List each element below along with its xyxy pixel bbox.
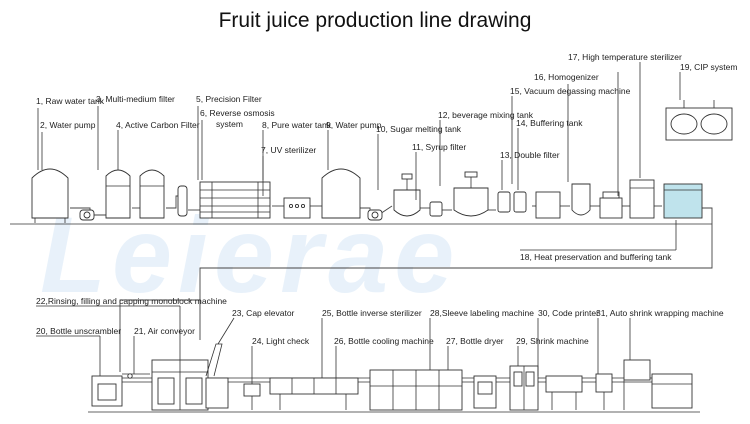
label-double-filter: 13, Double filter (500, 150, 560, 160)
label-syrup-filter: 11, Syrup filter (412, 142, 466, 152)
code-printer (595, 373, 613, 410)
heat-preservation-buffering-tank (663, 183, 703, 219)
label-reverse-osmosis-1: 6, Reverse osmosis (200, 108, 275, 118)
label-buffering-tank: 14, Buffering tank (516, 118, 583, 128)
light-check (243, 383, 261, 410)
label-code-printer: 30, Code printer (538, 308, 599, 318)
sugar-melting-tank (393, 173, 421, 217)
label-uv-sterilizer: 7, UV sterilizer (261, 145, 316, 155)
water-pump-2 (79, 209, 95, 221)
air-conveyor (122, 373, 150, 379)
label-cip-system: 19, CIP system (680, 62, 737, 72)
bottle-unscrambler (91, 375, 123, 407)
label-shrink-wrapping: 31, Auto shrink wrapping machine (596, 308, 724, 318)
syrup-filter (429, 201, 443, 217)
auto-shrink-wrapping-machine (623, 359, 693, 410)
label-cap-elevator: 23, Cap elevator (232, 308, 295, 318)
label-vacuum-degassing: 15, Vacuum degassing machine (510, 86, 631, 96)
label-shrink-machine: 29, Shrink machine (516, 336, 589, 346)
bottle-inverse-sterilizer (269, 377, 359, 410)
label-precision-filter: 5, Precision Filter (196, 94, 262, 104)
cap-elevator (205, 343, 229, 409)
lower-leader-lines (36, 305, 631, 384)
label-light-check: 24, Light check (252, 336, 310, 346)
label-beverage-mixing-tank: 12, beverage mixing tank (438, 110, 534, 120)
label-cooling-machine: 26, Bottle cooling machine (334, 336, 434, 346)
label-multi-medium-filter: 3, Multi-medium filter (96, 94, 175, 104)
label-sleeve-labeling: 28,Sleeve labeling machine (430, 308, 534, 318)
beverage-mixing-tank (453, 171, 489, 217)
multi-medium-filter (105, 169, 131, 219)
upper-leader-lines (37, 62, 681, 251)
raw-water-tank (31, 168, 69, 223)
label-water-pump-2: 2, Water pump (40, 120, 96, 130)
uv-sterilizer (283, 197, 311, 219)
label-inverse-sterilizer: 25, Bottle inverse sterilizer (322, 308, 422, 318)
bottle-cooling-machine (369, 369, 463, 411)
label-water-pump-9: 9, Water pump (326, 120, 382, 130)
reverse-osmosis-system (199, 181, 271, 219)
label-bottle-dryer: 27, Bottle dryer (446, 336, 504, 346)
high-temperature-sterilizer (629, 179, 655, 219)
label-high-temp-sterilizer: 17, High temperature sterilizer (568, 52, 682, 62)
label-heat-preservation-tank: 18, Heat preservation and buffering tank (520, 252, 672, 262)
active-carbon-filter (139, 169, 165, 219)
buffering-tank (535, 191, 561, 219)
label-raw-water-tank: 1, Raw water tank (36, 96, 105, 106)
label-homogenizer: 16, Homogenizer (534, 72, 599, 82)
label-active-carbon-filter: 4, Active Carbon Filter (116, 120, 200, 130)
vacuum-degassing-machine (571, 183, 591, 216)
label-sugar-melting-tank: 10, Sugar melting tank (376, 124, 462, 134)
label-reverse-osmosis-2: system (216, 119, 243, 129)
cip-system (665, 100, 733, 141)
water-pump-9 (367, 209, 383, 221)
label-bottle-unscrambler: 20, Bottle unscrambler (36, 326, 121, 336)
label-air-conveyor: 21, Air conveyor (134, 326, 195, 336)
precision-filter (177, 185, 188, 217)
label-monoblock: 22,Rinsing, filling and capping monobloc… (36, 296, 227, 306)
sleeve-labeling-machine (509, 365, 539, 411)
homogenizer (599, 191, 623, 219)
shrink-machine (545, 375, 583, 410)
double-filter (497, 191, 527, 213)
diagram-title: Fruit juice production line drawing (219, 9, 532, 32)
bottle-dryer (473, 375, 497, 409)
monoblock-filling-machine (151, 359, 209, 411)
pure-water-tank (321, 168, 361, 219)
label-pure-water-tank: 8, Pure water tank (262, 120, 332, 130)
